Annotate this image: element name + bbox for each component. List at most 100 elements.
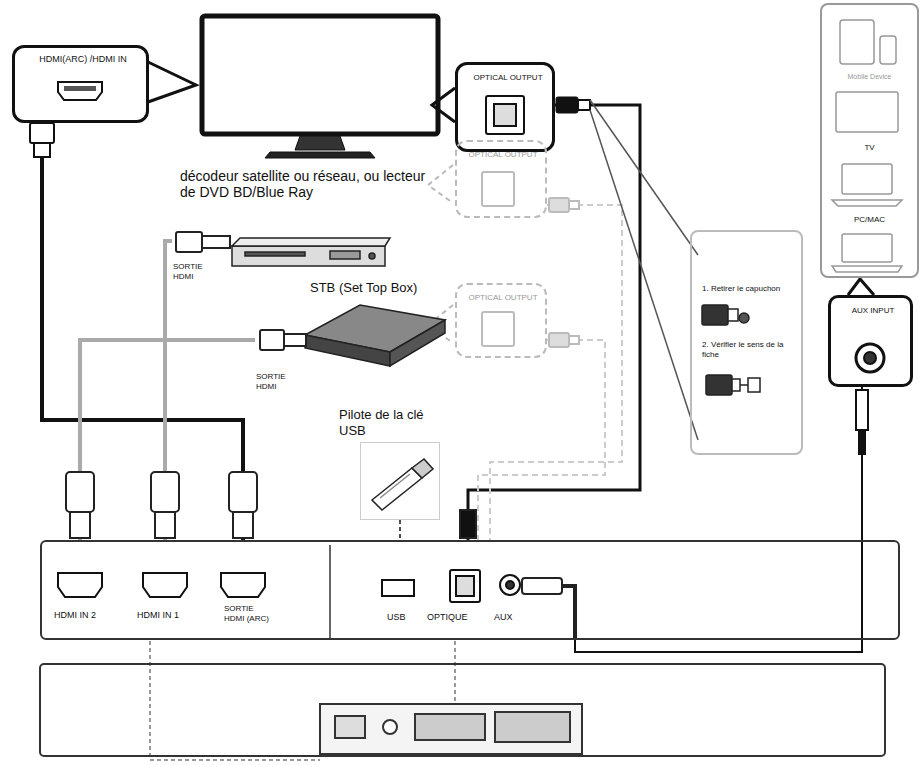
panel-port bbox=[58, 570, 520, 602]
dvd-player bbox=[232, 238, 390, 246]
cap-plug-image bbox=[732, 379, 740, 391]
optical-plug bbox=[556, 97, 590, 113]
cap-plug-image bbox=[748, 378, 760, 392]
soundbar bbox=[150, 641, 151, 760]
soundbar bbox=[40, 664, 885, 756]
dashed-pointer bbox=[428, 165, 453, 343]
node-label: 2. Vérifier le sens de la fiche bbox=[702, 340, 797, 359]
optical-port-grey bbox=[482, 312, 514, 346]
hdmi-plug bbox=[176, 232, 202, 252]
soundbar bbox=[383, 720, 397, 734]
node-label: USB bbox=[387, 612, 406, 623]
hdmi-plug bbox=[260, 330, 306, 350]
device-group: STB (Set Top Box)SORTIE HDMI bbox=[255, 280, 456, 396]
device-icon bbox=[880, 36, 896, 64]
soundbar bbox=[150, 760, 320, 761]
callout-bubble: AUX INPUT bbox=[828, 295, 913, 387]
device-group: décodeur satellite ou réseau, ou lecteur… bbox=[172, 168, 436, 286]
set-top-box bbox=[305, 335, 390, 366]
usb-stick bbox=[380, 474, 410, 498]
node-label: OPTIQUE bbox=[427, 612, 468, 623]
cable-plug bbox=[562, 586, 575, 640]
panel-port bbox=[506, 581, 514, 589]
tv-set bbox=[265, 152, 375, 158]
optical-port bbox=[494, 104, 516, 126]
callout-pointer bbox=[848, 279, 874, 295]
leader-line bbox=[590, 100, 698, 255]
cable-plug bbox=[522, 578, 562, 594]
cap-plug-image bbox=[740, 384, 748, 386]
usb-box: Pilote de la clé USB bbox=[360, 442, 440, 520]
panel-port bbox=[382, 580, 414, 596]
optical-plug-grey bbox=[569, 201, 579, 209]
callout-pointer bbox=[432, 88, 455, 122]
aux-jack bbox=[856, 344, 884, 372]
hdmi-plug bbox=[284, 334, 306, 346]
node-label: HDMI(ARC) /HDMI IN bbox=[23, 54, 143, 65]
soundbar bbox=[320, 704, 582, 754]
node-label: AUX INPUT bbox=[839, 306, 907, 316]
node-label: HDMI IN 2 bbox=[54, 610, 96, 621]
callout-bubble: OPTICAL OUTPUT bbox=[455, 283, 547, 358]
hdmi-plug bbox=[30, 123, 54, 143]
dvd-player bbox=[232, 246, 385, 266]
rear-panel: HDMI IN 2HDMI IN 1SORTIE HDMI (ARC)USBOP… bbox=[40, 540, 900, 640]
aux-jack bbox=[859, 430, 865, 454]
leader-line bbox=[590, 100, 698, 440]
hdmi-plug bbox=[30, 123, 54, 157]
usb-stick bbox=[372, 468, 422, 510]
callout-bubble: OPTICAL OUTPUT bbox=[455, 62, 555, 152]
device-icon bbox=[832, 266, 902, 272]
dashed-pointer bbox=[428, 165, 453, 203]
optical-plug bbox=[556, 97, 578, 113]
optical-plug-grey bbox=[549, 198, 569, 212]
panel-port bbox=[221, 573, 265, 597]
soundbar bbox=[415, 714, 485, 740]
dvd-player bbox=[330, 251, 360, 259]
hdmi-plug bbox=[176, 232, 230, 252]
callout-bubble: HDMI(ARC) /HDMI IN bbox=[12, 45, 149, 123]
optical-plug-grey bbox=[549, 333, 569, 347]
node-label: TV bbox=[826, 143, 913, 153]
usb-stick bbox=[412, 459, 433, 478]
panel-port bbox=[500, 575, 520, 595]
optical-plug-grey bbox=[569, 336, 579, 344]
soundbar bbox=[335, 716, 365, 738]
device-icon bbox=[842, 164, 892, 194]
node-label: SORTIE HDMI bbox=[173, 262, 215, 281]
set-top-box bbox=[390, 320, 445, 366]
aux-jack bbox=[856, 344, 884, 454]
optical-port bbox=[486, 96, 524, 134]
panel-port bbox=[143, 573, 187, 597]
hdmi-plug bbox=[260, 330, 284, 350]
hdmi-port bbox=[64, 86, 96, 91]
hdmi-port bbox=[58, 82, 102, 100]
device-icon bbox=[840, 20, 874, 64]
optical-plug-grey bbox=[549, 198, 579, 347]
device-icon bbox=[842, 234, 892, 262]
set-top-box bbox=[305, 305, 445, 366]
node-label: HDMI IN 1 bbox=[137, 610, 179, 621]
panel-port bbox=[456, 576, 474, 596]
node-label: décodeur satellite ou réseau, ou lecteur… bbox=[180, 168, 430, 200]
source-panel: Mobile DeviceTV PC/MAC bbox=[820, 3, 919, 278]
node-label: Mobile Device bbox=[826, 73, 913, 81]
hdmi-plug bbox=[34, 143, 50, 157]
tv-set bbox=[202, 16, 438, 158]
dvd-player bbox=[232, 238, 390, 266]
node-label: PC/MAC bbox=[826, 215, 913, 225]
cable-plug bbox=[233, 512, 253, 538]
callout-bubble: OPTICAL OUTPUT bbox=[455, 140, 547, 218]
soundbar bbox=[495, 712, 570, 742]
hdmi-plug bbox=[202, 236, 230, 248]
panel-port bbox=[450, 570, 480, 602]
node-label: Pilote de la clé USB bbox=[339, 407, 449, 438]
cable-plug bbox=[155, 512, 175, 538]
node-label: AUX bbox=[494, 612, 513, 623]
cable-connector bbox=[575, 387, 862, 652]
tv-set bbox=[202, 16, 438, 134]
dvd-player bbox=[369, 253, 375, 259]
usb-stick bbox=[372, 459, 433, 510]
cap-plug-image bbox=[706, 375, 732, 395]
optical-port-grey bbox=[482, 172, 514, 346]
